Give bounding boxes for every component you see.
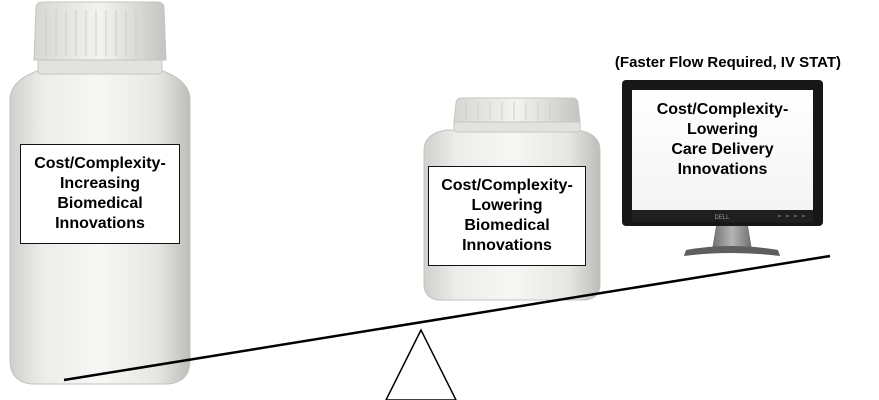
middle-bottle-label: Cost/Complexity- Lowering Biomedical Inn… [428,166,586,266]
monitor-caption: (Faster Flow Required, IV STAT) [614,54,842,71]
monitor-screen-label: Cost/Complexity- Lowering Care Delivery … [656,101,789,178]
balance-beam [63,254,831,382]
computer-monitor-icon: DELL [622,80,823,256]
left-bottle-label: Cost/Complexity- Increasing Biomedical I… [20,144,180,244]
fulcrum-triangle [385,328,457,400]
monitor-logo: DELL [714,215,730,221]
